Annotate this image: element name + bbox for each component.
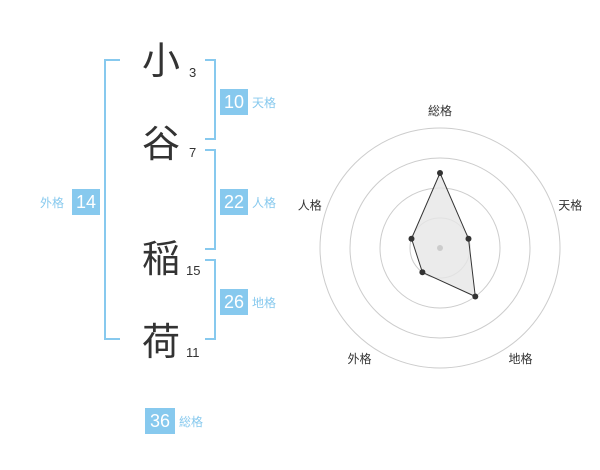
- stroke-count-4: 11: [186, 345, 200, 360]
- stroke-count-3: 15: [186, 263, 201, 278]
- radar-point-2: [465, 235, 472, 242]
- chikaku-label: 地格: [252, 296, 277, 310]
- tenkaku-bracket: [205, 59, 216, 140]
- radar-center-point: [437, 245, 443, 251]
- tenkaku-label: 天格: [252, 96, 277, 110]
- soukaku-label: 総格: [179, 415, 204, 429]
- radar-axis-label: 天格: [558, 198, 582, 213]
- chikaku-value: 26: [220, 289, 248, 315]
- stroke-count-2: 7: [189, 145, 197, 160]
- gaikaku-value: 14: [72, 189, 100, 215]
- gaikaku-label: 外格: [40, 196, 65, 210]
- radar-point-1: [437, 170, 443, 176]
- jinkaku-value: 22: [220, 189, 248, 215]
- name-char-3: 稲: [141, 237, 180, 281]
- gaikaku-bracket: [104, 59, 120, 340]
- chikaku-bracket: [205, 259, 216, 340]
- jinkaku-label: 人格: [252, 196, 277, 210]
- radar-axis-label: 人格: [298, 198, 322, 213]
- radar-point-3: [472, 293, 479, 300]
- tenkaku-value: 10: [220, 89, 248, 115]
- radar-ring: [349, 157, 531, 339]
- radar-axis-label: 地格: [508, 351, 532, 366]
- radar-point-5: [408, 235, 415, 242]
- name-char-4: 荷: [141, 320, 180, 364]
- name-char-1: 小: [141, 39, 180, 83]
- radar-ring: [319, 127, 561, 369]
- name-char-2: 谷: [141, 122, 180, 166]
- stroke-count-1: 3: [189, 65, 197, 80]
- radar-axis-label: 外格: [347, 351, 371, 366]
- jinkaku-bracket: [205, 149, 216, 250]
- soukaku-value: 36: [145, 408, 175, 434]
- radar-axis-label: 総格: [428, 103, 452, 118]
- radar-polygon: [410, 171, 476, 298]
- radar-point-4: [419, 269, 426, 276]
